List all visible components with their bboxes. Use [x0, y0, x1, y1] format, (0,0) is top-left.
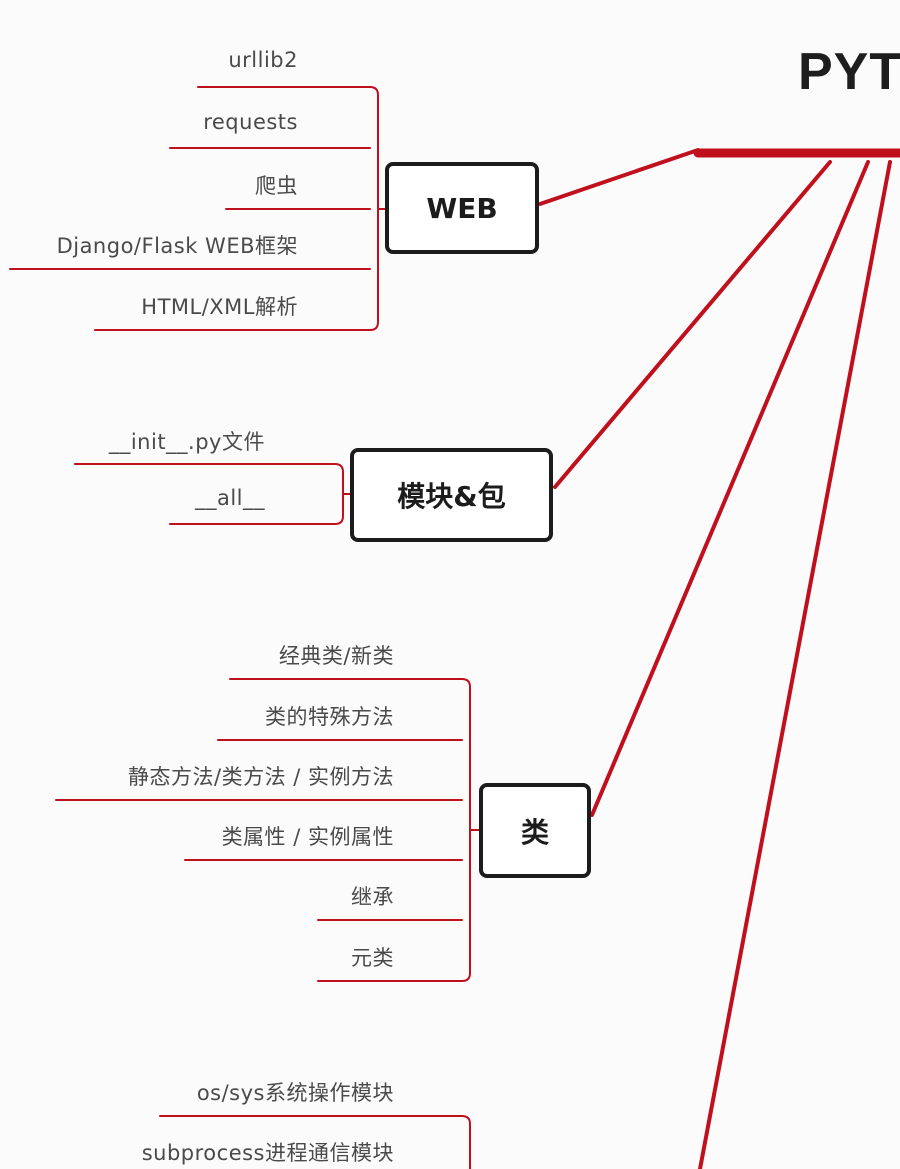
leaf-crawler: 爬虫 — [255, 174, 298, 198]
topic-class[interactable]: 类 — [479, 783, 591, 878]
leaf-inheritance: 继承 — [351, 885, 394, 909]
leaf-subprocess: subprocess进程通信模块 — [141, 1141, 394, 1165]
branch-system-link — [698, 160, 892, 1169]
branch-class-link — [590, 160, 870, 817]
leaf-special-methods: 类的特殊方法 — [265, 705, 394, 729]
leaf-django-flask: Django/Flask WEB框架 — [56, 234, 298, 258]
leaf-all: __all__ — [194, 486, 265, 510]
class-leaf-lines — [55, 678, 481, 982]
web-leaf-lines — [9, 86, 387, 331]
leaf-static-class-instance-methods: 静态方法/类方法 / 实例方法 — [128, 765, 394, 789]
leaf-class-instance-attributes: 类属性 / 实例属性 — [221, 825, 394, 849]
leaf-urllib2: urllib2 — [228, 48, 298, 72]
topic-web[interactable]: WEB — [385, 162, 539, 254]
topic-module-package[interactable]: 模块&包 — [350, 448, 553, 542]
module-leaf-lines — [74, 463, 353, 525]
topic-web-label: WEB — [426, 191, 498, 225]
root-title: PYT — [798, 43, 900, 101]
leaf-requests: requests — [203, 110, 298, 134]
leaf-html-xml: HTML/XML解析 — [141, 295, 298, 319]
system-leaf-lines — [159, 1115, 471, 1169]
leaf-metaclass: 元类 — [351, 946, 394, 970]
topic-module-package-label: 模块&包 — [397, 480, 506, 513]
branch-module-link — [553, 160, 832, 489]
leaf-classic-new-class: 经典类/新类 — [278, 644, 394, 668]
topic-class-label: 类 — [520, 815, 549, 849]
branch-web-link — [538, 148, 700, 206]
leaf-os-sys: os/sys系统操作模块 — [196, 1081, 394, 1105]
leaf-init-py: __init__.py文件 — [108, 430, 265, 454]
